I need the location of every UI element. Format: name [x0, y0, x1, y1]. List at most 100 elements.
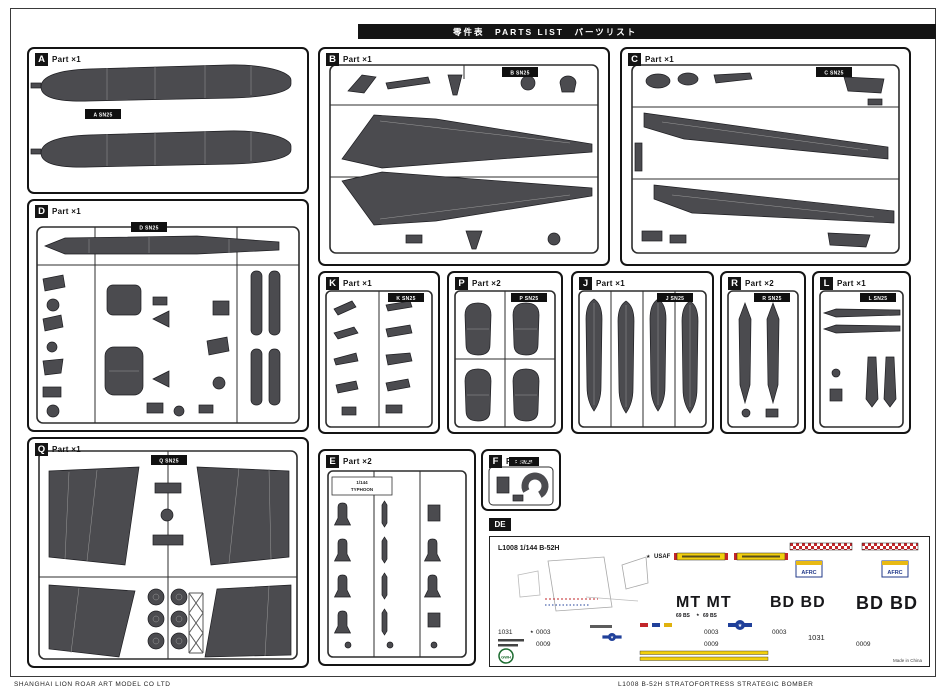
sprue-f-tag: F SN25 [509, 457, 539, 466]
svg-text:P SN25: P SN25 [520, 296, 539, 302]
sprue-p-tag: P SN25 [511, 293, 547, 302]
svg-text:L SN25: L SN25 [869, 296, 888, 302]
sprue-q-illustration: Q SN25 [38, 450, 298, 660]
panel-k: K Part ×1 K SN25 [318, 271, 440, 434]
panel-p-letter-badge: P [455, 277, 468, 290]
panel-e: E Part ×2 1/144 TYPHOON [318, 449, 476, 666]
decal-tailcode-bd-2: BD BD [856, 593, 918, 613]
decal-made-in: Made in China [893, 658, 923, 663]
parts-list-header: 零件表 PARTS LIST パーツリスト [358, 24, 936, 39]
parts-list-title: 零件表 PARTS LIST パーツリスト [453, 26, 638, 37]
decal-afrc-badge-2: AFRC [881, 560, 909, 578]
decal-chip-blue [652, 623, 660, 627]
panel-j: J Part ×1 J SN25 [571, 271, 714, 434]
panel-r-letter-badge: R [728, 277, 741, 290]
decal-outline-panel [621, 556, 649, 590]
panel-j-label: J Part ×1 [579, 277, 625, 290]
panel-d: D Part ×1 [27, 199, 309, 432]
decal-unit-1: 69 BS [676, 613, 691, 619]
footer-company: SHANGHAI LION ROAR ART MODEL CO LTD [14, 681, 171, 688]
panel-e-label: E Part ×2 [326, 455, 372, 468]
svg-text:AFRC: AFRC [801, 570, 816, 576]
decal-checker-strip-2 [861, 542, 919, 551]
panel-l: L Part ×1 L SN25 [812, 271, 911, 434]
panel-b: B Part ×1 B SN25 [318, 47, 610, 266]
decal-sheet-art: L1008 1/144 B-52H ★ USAF [498, 542, 923, 664]
sprue-c-tag: C SN25 [816, 67, 852, 77]
sprue-p-illustration: P SN25 [454, 290, 556, 428]
decal-usaf-text: USAF [654, 554, 671, 560]
footer-kit-title: L1008 B-52H STRATOFORTRESS STRATEGIC BOM… [618, 681, 814, 688]
decal-yellow-warning-stripe-2 [734, 552, 788, 561]
decal-national-insignia-2: ★ [602, 633, 622, 641]
panel-c-label: C Part ×1 [628, 53, 674, 66]
decal-sheet-title: L1008 1/144 B-52H [498, 545, 559, 552]
decal-serial-4: 0003 [704, 629, 719, 636]
panel-j-letter-badge: J [579, 277, 592, 290]
svg-text:C SN25: C SN25 [824, 71, 843, 77]
svg-text:GWH: GWH [501, 655, 511, 660]
panel-d-letter-badge: D [35, 205, 48, 218]
decal-serial-3: 0009 [536, 641, 551, 648]
panel-e-qty: Part ×2 [343, 457, 373, 466]
panel-f-qty: Part ×1 [506, 457, 536, 466]
decal-section-badge: DE [489, 518, 511, 531]
decal-tailcode-bd-1: BD BD [770, 594, 826, 611]
decal-national-insignia-1: ★ [728, 620, 752, 630]
sprue-a-tag: A SN25 [85, 109, 121, 119]
panel-f-letter-badge: F [489, 455, 502, 468]
page-border-frame [10, 8, 936, 677]
sprue-r-illustration: R SN25 [727, 290, 799, 428]
decal-serial-8: 0009 [856, 641, 871, 648]
sprue-r-tag: R SN25 [754, 293, 790, 302]
panel-l-label: L Part ×1 [820, 277, 866, 290]
sprue-e-illustration: 1/144 TYPHOON [327, 470, 467, 658]
panel-r-qty: Part ×2 [745, 279, 775, 288]
decal-stencil-bar [590, 625, 612, 628]
panel-q-letter-badge: Q [35, 443, 48, 456]
star-icon: ★ [530, 629, 534, 634]
decal-checker-strip-1 [789, 542, 853, 551]
decal-unit-2: 69 BS [703, 613, 718, 619]
sprue-e-tag: 1/144 TYPHOON [331, 476, 393, 496]
decal-chip-red [640, 623, 648, 627]
panel-k-qty: Part ×1 [343, 279, 373, 288]
sprue-j-illustration: J SN25 [578, 290, 707, 428]
decal-outline-small [517, 570, 541, 598]
decal-stencil-bar [498, 639, 524, 642]
panel-a-letter-badge: A [35, 53, 48, 66]
sprue-j-tag: J SN25 [657, 293, 693, 302]
sprue-b-tag: B SN25 [502, 67, 538, 77]
svg-text:B SN25: B SN25 [510, 71, 529, 77]
panel-a-qty: Part ×1 [52, 55, 82, 64]
sprue-c-illustration: C SN25 [631, 64, 900, 254]
decal-outline-fin [547, 556, 613, 612]
panel-b-label: B Part ×1 [326, 53, 372, 66]
svg-text:TYPHOON: TYPHOON [351, 487, 373, 492]
panel-a: A Part ×1 A SN25 [27, 47, 309, 194]
panel-p: P Part ×2 P SN25 [447, 271, 563, 434]
decal-serial-6: 1031 [808, 633, 825, 642]
panel-a-label: A Part ×1 [35, 53, 81, 66]
panel-p-qty: Part ×2 [472, 279, 502, 288]
panel-l-qty: Part ×1 [837, 279, 867, 288]
decal-serial-7: 0003 [772, 629, 787, 636]
decal-bottom-yellow-stripe-1 [639, 650, 769, 655]
decal-bottom-yellow-stripe-2 [639, 656, 769, 661]
star-icon: ★ [646, 554, 651, 560]
panel-r-label: R Part ×2 [728, 277, 774, 290]
panel-e-letter-badge: E [326, 455, 339, 468]
svg-text:AFRC: AFRC [887, 570, 902, 576]
sprue-f-illustration: F SN25 [488, 457, 554, 506]
svg-text:R SN25: R SN25 [762, 296, 781, 302]
panel-r: R Part ×2 R SN25 [720, 271, 806, 434]
panel-c-qty: Part ×1 [645, 55, 675, 64]
panel-l-letter-badge: L [820, 277, 833, 290]
decal-chip-yellow [664, 623, 672, 627]
panel-p-label: P Part ×2 [455, 277, 501, 290]
sprue-a-illustration: A SN25 [30, 64, 292, 168]
panel-j-qty: Part ×1 [596, 279, 626, 288]
panel-c: C Part ×1 C SN25 [620, 47, 911, 266]
decal-outline-line [585, 596, 639, 602]
